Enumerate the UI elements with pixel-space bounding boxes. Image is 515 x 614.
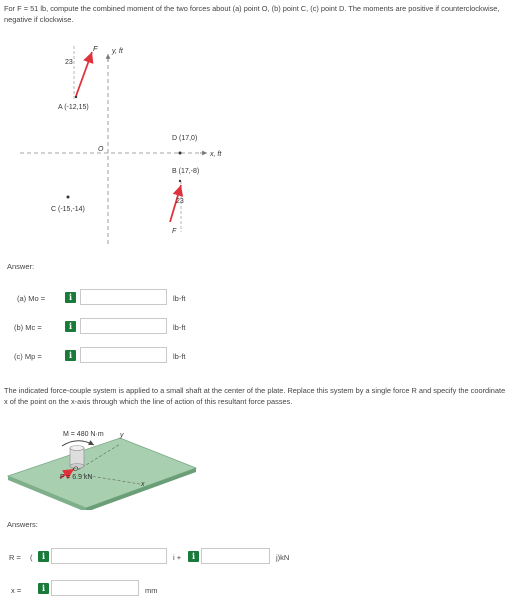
- plate-x-label: x: [140, 481, 145, 488]
- x-unit: mm: [145, 586, 158, 595]
- point-c-marker: [66, 195, 70, 199]
- y-axis-label: y, ft: [111, 48, 124, 55]
- moment-label: M = 480 N·m: [63, 431, 104, 438]
- answers-heading: Answers:: [7, 520, 38, 529]
- point-a-label: A (-12,15): [58, 104, 89, 111]
- answer-b-input[interactable]: [80, 318, 167, 334]
- info-x-button[interactable]: i: [38, 583, 49, 594]
- plate-front-edge: [8, 476, 86, 510]
- plate-y-label: y: [119, 432, 124, 439]
- x-axis-label: x, ft: [209, 151, 222, 158]
- answer-b-label: (b) Mc =: [14, 323, 42, 332]
- x-coordinate-input[interactable]: [51, 580, 139, 596]
- r-i-component-input[interactable]: [51, 548, 167, 564]
- plate-x-axis: [77, 473, 141, 485]
- answer-a-label: (a) Mo =: [17, 294, 46, 303]
- bottom-angle-label: 23: [176, 198, 184, 205]
- info-r-j-button[interactable]: i: [188, 551, 199, 562]
- plate-origin-label: O: [73, 466, 78, 473]
- answer-c-label: (c) Mp =: [14, 352, 42, 361]
- open-paren: (: [30, 553, 33, 562]
- info-a-button[interactable]: i: [65, 292, 76, 303]
- r-j-component-input[interactable]: [201, 548, 270, 564]
- bottom-force-arrow: [169, 184, 184, 223]
- force-diagram-figure: F y, ft 23 A (-12,15) O D (17,0) x, ft B…: [20, 44, 222, 245]
- point-d-marker: [178, 151, 182, 155]
- answer-b-unit: lb-ft: [173, 323, 186, 332]
- top-angle-label: 23: [65, 59, 73, 66]
- answer-a-unit: lb-ft: [173, 294, 186, 303]
- plate-figure: M = 480 N·m y O F = 6.9 kN x: [6, 431, 198, 510]
- shaft-top: [69, 445, 85, 451]
- point-a-marker: [74, 95, 78, 99]
- origin-label: O: [98, 146, 104, 153]
- info-c-button[interactable]: i: [65, 350, 76, 361]
- answer-c-unit: lb-ft: [173, 352, 186, 361]
- answer-c-input[interactable]: [80, 347, 167, 363]
- top-force-arrow: [75, 51, 94, 97]
- info-r-i-button[interactable]: i: [38, 551, 49, 562]
- x-label: x =: [11, 586, 22, 595]
- problem-2-statement: The indicated force-couple system is app…: [4, 386, 506, 406]
- bottom-force-label: F: [172, 228, 177, 235]
- plate-top: [6, 437, 198, 509]
- point-b-marker: [178, 179, 182, 183]
- moment-arrow: [61, 440, 95, 447]
- top-force-label: F: [93, 44, 98, 53]
- plate-y-axis: [77, 443, 121, 471]
- r-unit: j)kN: [276, 553, 290, 562]
- r-label: R =: [9, 553, 21, 562]
- point-d-label: D (17,0): [172, 135, 197, 142]
- plate-side-edge: [86, 468, 196, 510]
- i-plus-separator: i +: [173, 553, 182, 562]
- info-b-button[interactable]: i: [65, 321, 76, 332]
- point-c-label: C (-15,-14): [51, 206, 85, 213]
- force-arrow: [59, 468, 75, 480]
- problem-1-statement: For F = 51 lb, compute the combined mome…: [4, 4, 500, 24]
- answer-heading: Answer:: [7, 262, 35, 271]
- force-label: F = 6.9 kN: [60, 474, 92, 481]
- answer-a-input[interactable]: [80, 289, 167, 305]
- point-b-label: B (17,-8): [172, 168, 199, 175]
